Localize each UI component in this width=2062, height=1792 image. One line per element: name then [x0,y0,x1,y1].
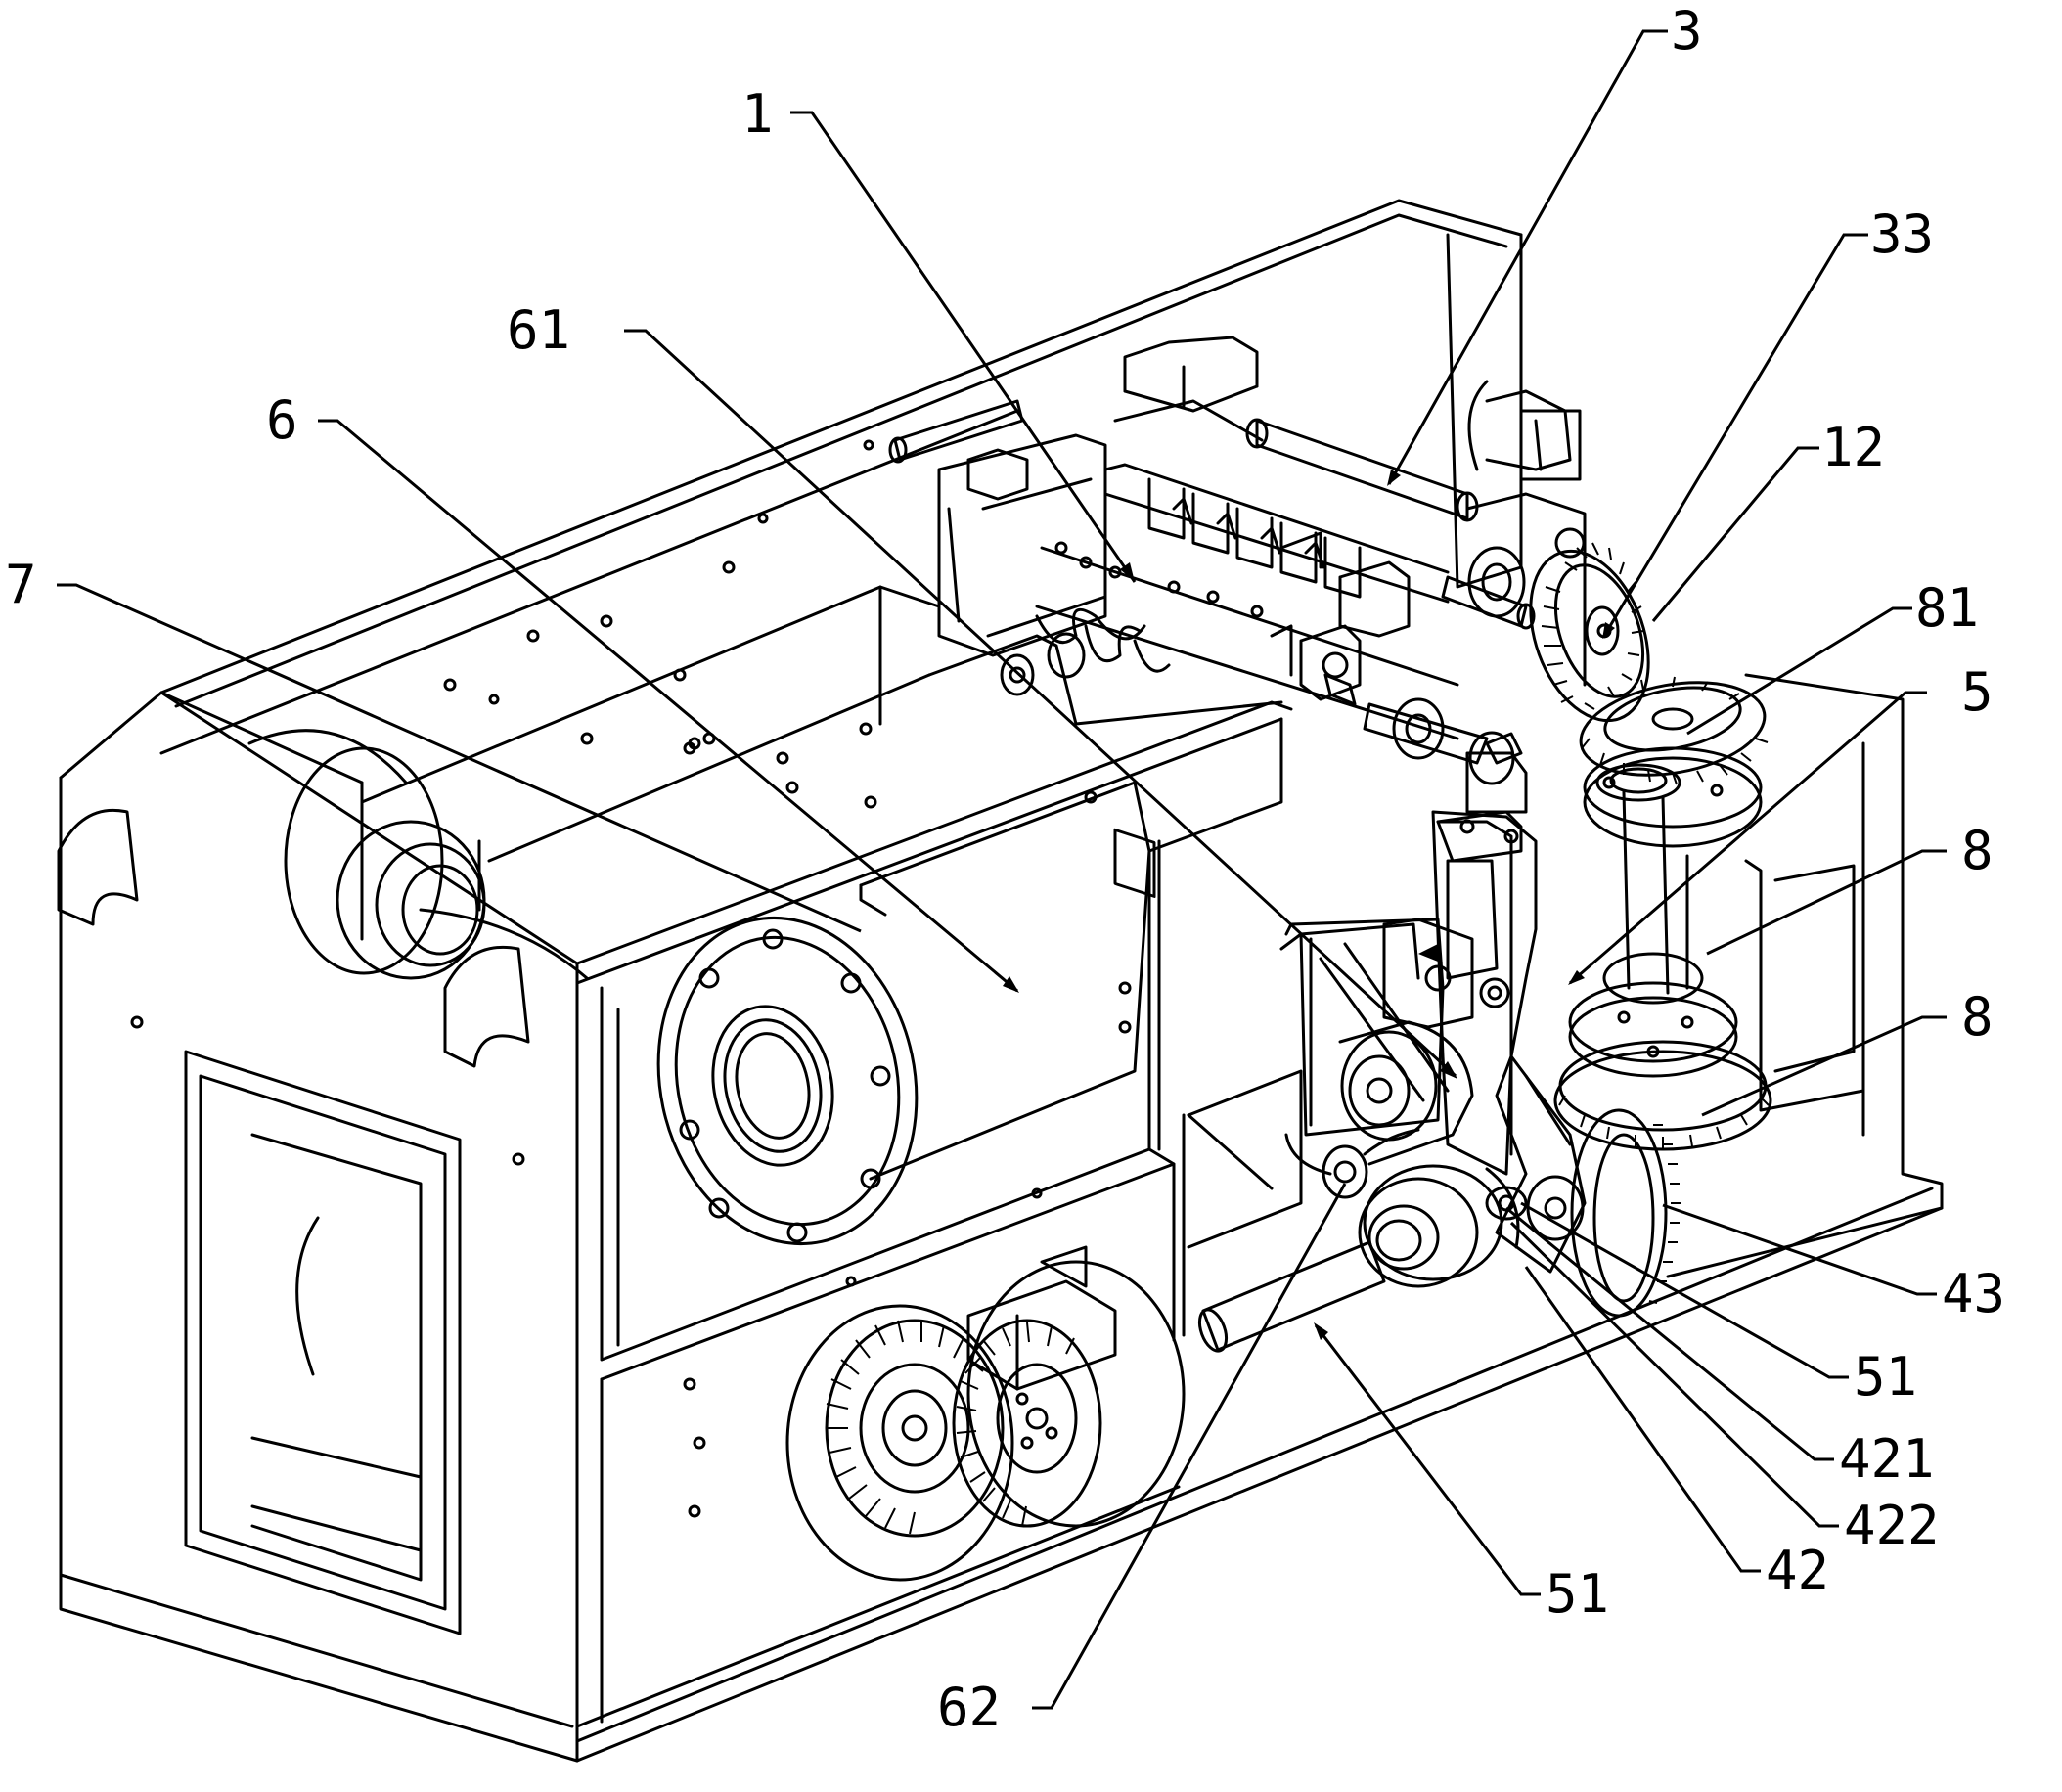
label-62: 62 [937,1677,1001,1738]
label-81: 81 [1915,577,1979,639]
label-8a: 8 [1961,820,1994,881]
crank-mechanism [1194,734,1681,1355]
label-43: 43 [1942,1263,2005,1324]
upper-mechanism [890,337,1771,1149]
label-33: 33 [1870,203,1934,265]
label-12: 12 [1821,417,1885,478]
label-1: 1 [741,83,774,145]
label-421: 421 [1839,1428,1935,1490]
label-61: 61 [507,299,570,361]
label-3: 3 [1671,0,1703,62]
label-42: 42 [1766,1540,1829,1601]
label-51a: 51 [1854,1346,1917,1408]
label-51b: 51 [1546,1563,1609,1625]
left-drum [249,731,587,978]
reference-labels: 1 3 33 12 81 5 8 8 43 51 421 422 42 51 6… [5,0,2005,1738]
label-7: 7 [5,554,37,615]
leader-lines [57,31,1947,1708]
label-8b: 8 [1961,986,1994,1048]
label-6: 6 [266,389,298,451]
label-5: 5 [1961,661,1994,723]
lower-bevel-gears [787,1247,1184,1580]
machine-frame [59,201,1942,1761]
label-422: 422 [1844,1495,1940,1556]
